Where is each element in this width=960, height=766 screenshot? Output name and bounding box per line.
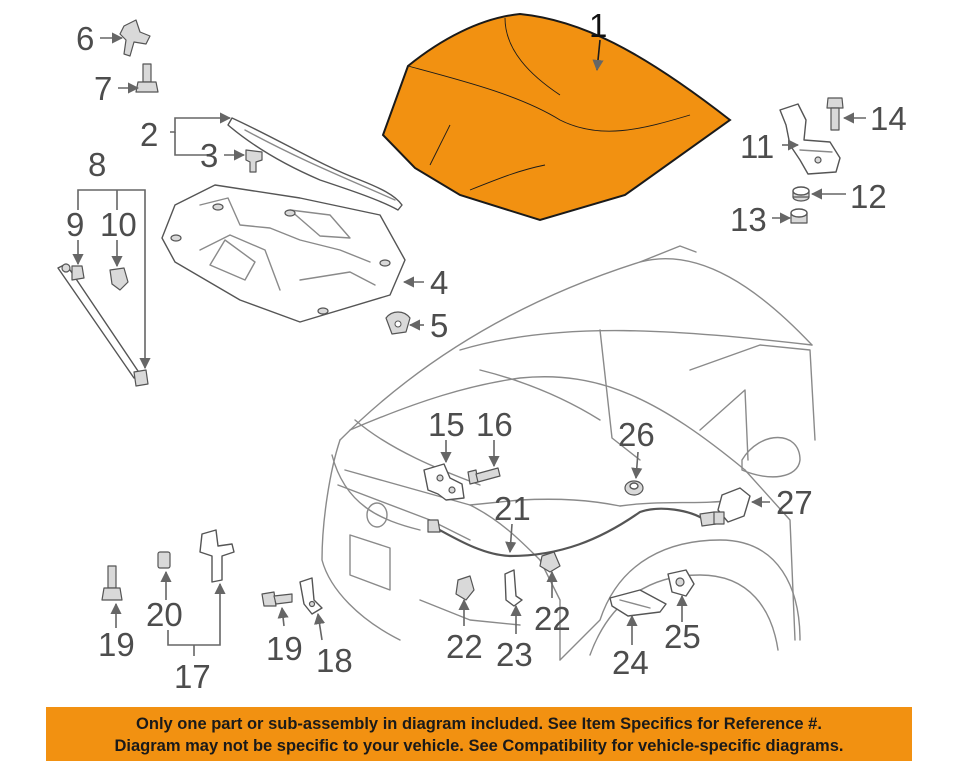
callout-17: 17	[174, 658, 211, 695]
callout-21: 21	[494, 490, 531, 527]
callout-16: 16	[476, 406, 513, 443]
bracket-23	[504, 569, 523, 607]
vehicle-outline	[321, 245, 816, 661]
callout-9: 9	[66, 206, 84, 243]
clip-5	[385, 311, 411, 335]
callout-3: 3	[200, 137, 218, 174]
cable-guide	[609, 589, 667, 617]
callout-5: 5	[430, 307, 448, 344]
callout-11: 11	[740, 128, 774, 165]
hole-plug	[624, 480, 644, 496]
bracket-18	[299, 577, 323, 615]
callout-23: 23	[496, 636, 533, 673]
bracket-6	[119, 19, 151, 57]
bolt-7	[135, 63, 159, 93]
bolt-16	[467, 467, 501, 485]
disclaimer-banner: Only one part or sub-assembly in diagram…	[46, 707, 912, 761]
bolt-19-right	[261, 591, 293, 607]
hood-seal	[227, 117, 403, 211]
hood-support-rod	[57, 263, 149, 387]
callout-15: 15	[428, 406, 465, 443]
hood-latch	[423, 463, 465, 501]
cushion-20	[157, 551, 171, 569]
callout-24: 24	[612, 644, 649, 681]
clamp-22-left	[455, 575, 475, 601]
hood-insulator	[161, 184, 406, 323]
clip-3	[245, 149, 263, 173]
callout-10: 10	[100, 206, 137, 243]
disclaimer-line-1: Only one part or sub-assembly in diagram…	[136, 715, 822, 733]
callout-25: 25	[664, 618, 701, 655]
callout-8: 8	[88, 146, 106, 183]
callout-27: 27	[776, 484, 813, 521]
hood-panel	[381, 12, 732, 222]
callout-22-right: 22	[534, 600, 571, 637]
callout-20: 20	[146, 596, 183, 633]
clamp-25	[667, 569, 695, 597]
parts-diagram: 1 2 3 4 5 6 7 8 9 10 11 12 13 14 15 16 1…	[57, 7, 907, 695]
callout-22-left: 22	[446, 628, 483, 665]
callout-18: 18	[316, 642, 353, 679]
cushion-12	[792, 186, 810, 202]
callout-19-left: 19	[98, 626, 135, 663]
callout-26: 26	[618, 416, 655, 453]
lock-bracket	[199, 529, 235, 583]
release-lever	[713, 487, 751, 525]
release-cable	[427, 507, 717, 558]
callout-7: 7	[94, 70, 112, 107]
cushion-13	[790, 208, 808, 224]
disclaimer-line-2: Diagram may not be specific to your vehi…	[114, 737, 844, 755]
clamp-22-right	[539, 551, 561, 573]
callout-labels: 1 2 3 4 5 6 7 8 9 10 11 12 13 14 15 16 1…	[66, 7, 907, 695]
bolt-14	[826, 97, 844, 131]
callout-19-right: 19	[266, 630, 303, 667]
leader-lines	[72, 32, 866, 656]
callout-14: 14	[870, 100, 907, 137]
callout-2: 2	[140, 116, 158, 153]
bolt-19-left	[101, 565, 123, 601]
callout-13: 13	[730, 201, 767, 238]
callout-4: 4	[430, 264, 448, 301]
callout-12: 12	[850, 178, 887, 215]
callout-6: 6	[76, 20, 94, 57]
callout-1: 1	[589, 7, 607, 44]
